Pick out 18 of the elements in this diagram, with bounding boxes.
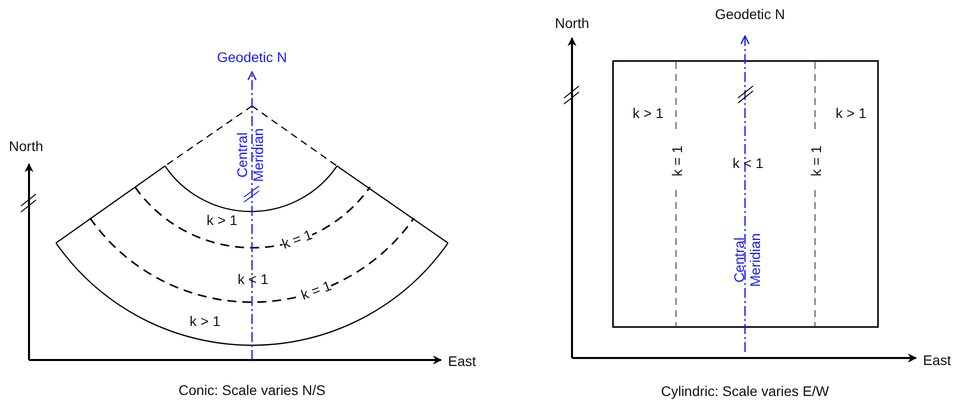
scale-label: k = 1 bbox=[808, 146, 824, 176]
axis-label: North bbox=[8, 138, 44, 154]
scale-label: k > 1 bbox=[632, 105, 664, 121]
scale-label: k = 1 bbox=[669, 146, 685, 176]
axis-label: East bbox=[923, 352, 951, 368]
direction-label: Geodetic N bbox=[714, 6, 786, 22]
scale-label: k < 1 bbox=[732, 155, 764, 171]
caption: Cylindric: Scale varies E/W bbox=[660, 383, 830, 399]
scale-label: k > 1 bbox=[190, 313, 220, 329]
caption: Conic: Scale varies N/S bbox=[178, 382, 326, 398]
direction-label: Geodetic N bbox=[216, 49, 288, 65]
meridian-label: Central Meridian bbox=[234, 127, 266, 184]
axis-label: East bbox=[448, 353, 476, 369]
scale-label: k > 1 bbox=[836, 105, 866, 121]
axis-label: North bbox=[554, 15, 590, 31]
scale-label: k < 1 bbox=[238, 271, 268, 287]
scale-label: k > 1 bbox=[206, 212, 238, 228]
meridian-label: Central Meridian bbox=[731, 232, 763, 289]
